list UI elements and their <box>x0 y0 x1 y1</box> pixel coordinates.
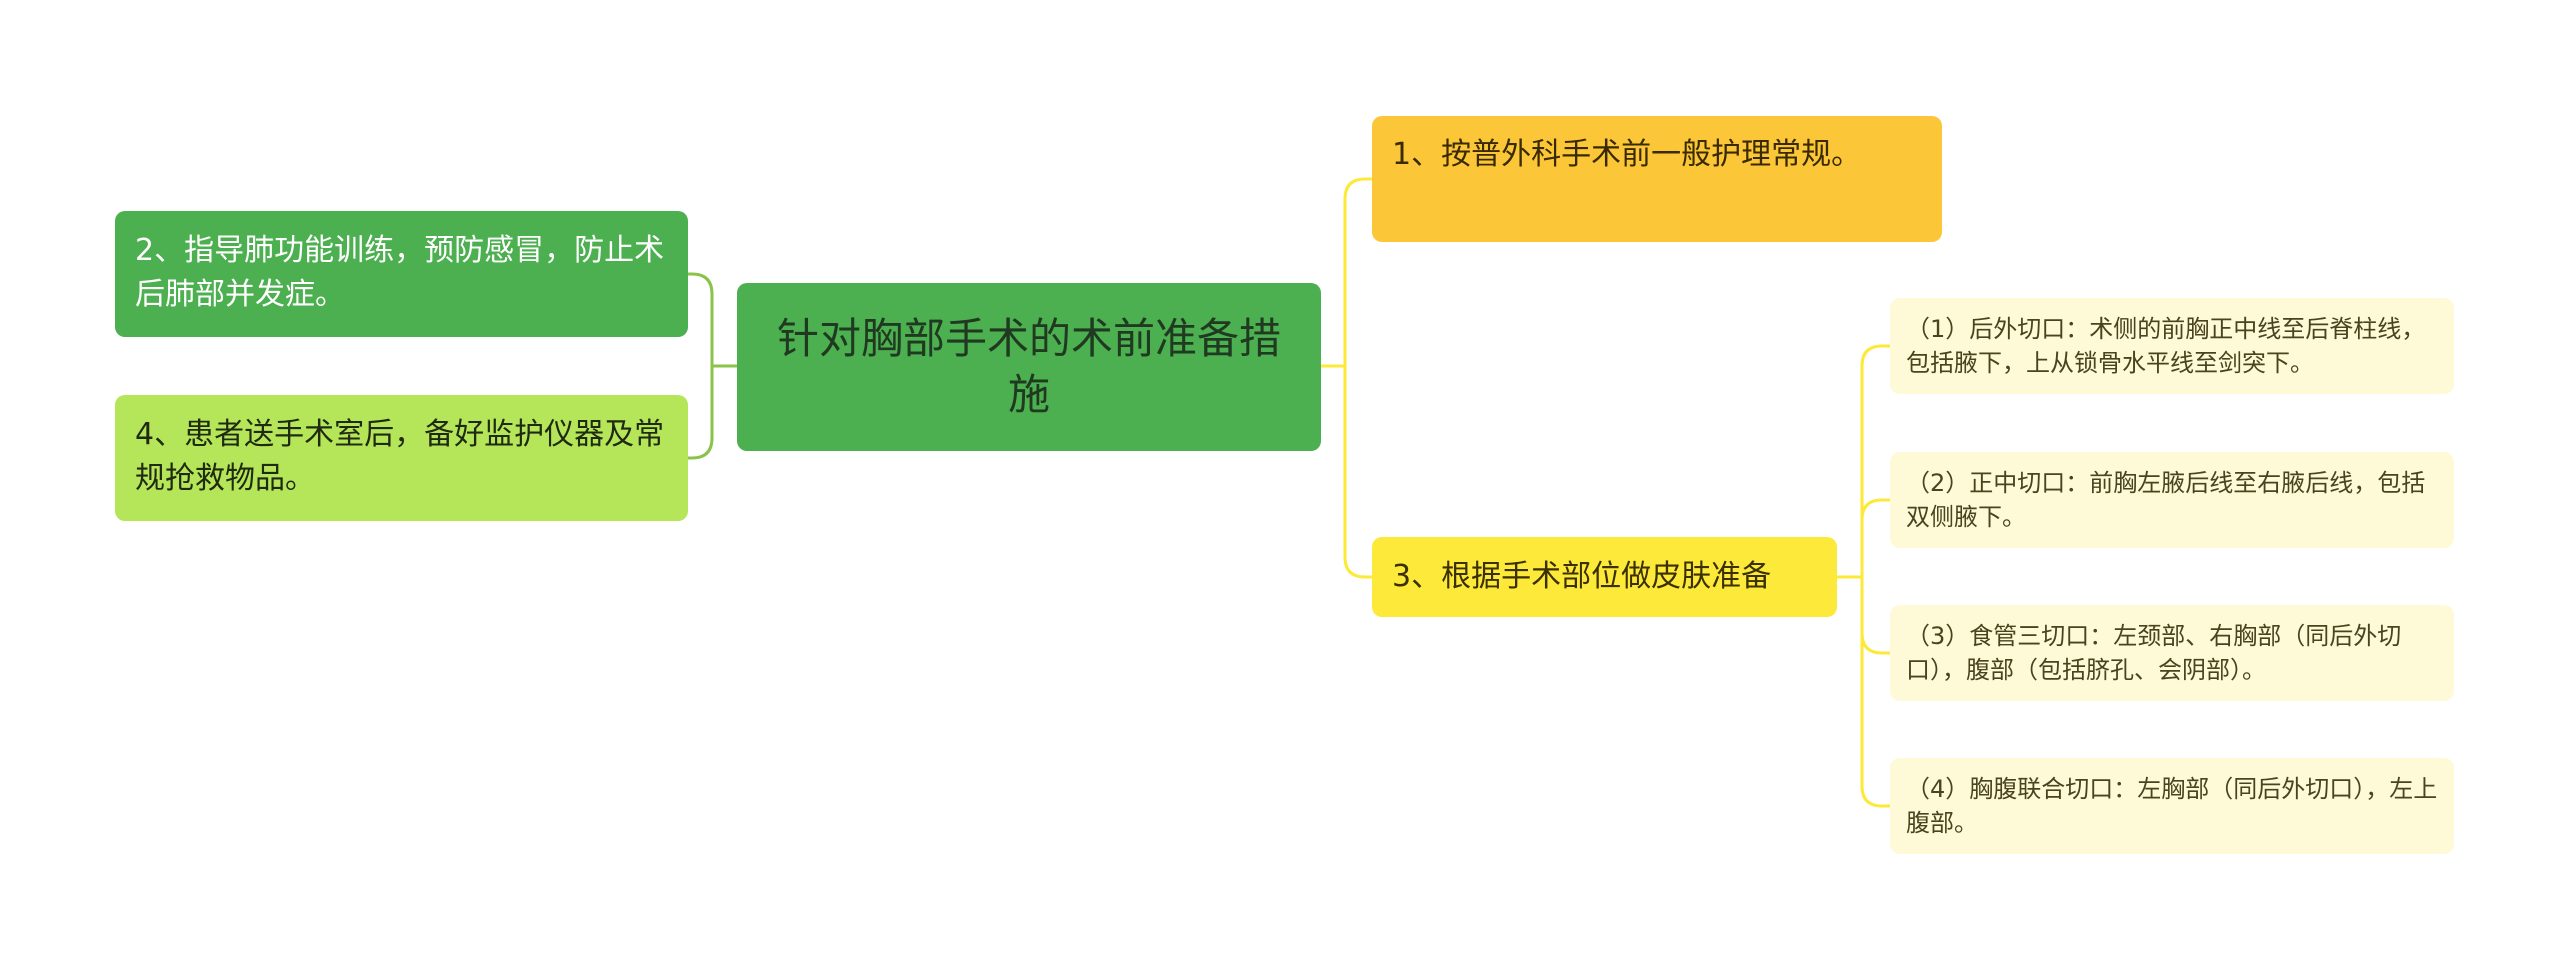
connector-right-to-n3 <box>1343 366 1372 579</box>
connector-left-to-n2 <box>688 272 714 366</box>
leaf-node-esophageal-three-incision[interactable]: （3）食管三切口：左颈部、右胸部（同后外切口），腹部（包括脐孔、会阴部）。 <box>1890 605 2454 701</box>
leaf-node-thoracoabdominal-incision[interactable]: （4）胸腹联合切口：左胸部（同后外切口），左上腹部。 <box>1890 758 2454 854</box>
branch-node-monitoring-equipment[interactable]: 4、患者送手术室后，备好监护仪器及常规抢救物品。 <box>115 395 688 521</box>
branch-label: 3、根据手术部位做皮肤准备 <box>1392 559 1772 594</box>
branch-label: 4、患者送手术室后，备好监护仪器及常规抢救物品。 <box>135 417 665 496</box>
branch-node-skin-preparation[interactable]: 3、根据手术部位做皮肤准备 <box>1372 537 1837 617</box>
connector-n3-to-l4 <box>1860 577 1890 808</box>
leaf-node-posterolateral-incision[interactable]: （1）后外切口：术侧的前胸正中线至后脊柱线，包括腋下，上从锁骨水平线至剑突下。 <box>1890 298 2454 394</box>
connector-n3-to-l3 <box>1860 577 1890 655</box>
connector-right-to-n1 <box>1343 177 1372 366</box>
connector-n3-to-l1 <box>1860 344 1890 577</box>
connector-n3-to-l2 <box>1860 498 1890 577</box>
leaf-label: （4）胸腹联合切口：左胸部（同后外切口），左上腹部。 <box>1906 775 2438 837</box>
branch-label: 2、指导肺功能训练，预防感冒，防止术后肺部并发症。 <box>135 233 665 312</box>
branch-label: 1、按普外科手术前一般护理常规。 <box>1392 137 1862 172</box>
root-topic-node[interactable]: 针对胸部手术的术前准备措施 <box>737 283 1321 451</box>
branch-node-general-care[interactable]: 1、按普外科手术前一般护理常规。 <box>1372 116 1942 242</box>
leaf-node-median-incision[interactable]: （2）正中切口：前胸左腋后线至右腋后线，包括双侧腋下。 <box>1890 452 2454 548</box>
branch-node-lung-training[interactable]: 2、指导肺功能训练，预防感冒，防止术后肺部并发症。 <box>115 211 688 337</box>
leaf-label: （3）食管三切口：左颈部、右胸部（同后外切口），腹部（包括脐孔、会阴部）。 <box>1906 622 2402 684</box>
leaf-label: （2）正中切口：前胸左腋后线至右腋后线，包括双侧腋下。 <box>1906 469 2426 531</box>
root-topic-label: 针对胸部手术的术前准备措施 <box>776 314 1281 419</box>
leaf-label: （1）后外切口：术侧的前胸正中线至后脊柱线，包括腋下，上从锁骨水平线至剑突下。 <box>1906 315 2426 377</box>
connector-left-to-n4 <box>688 366 714 460</box>
